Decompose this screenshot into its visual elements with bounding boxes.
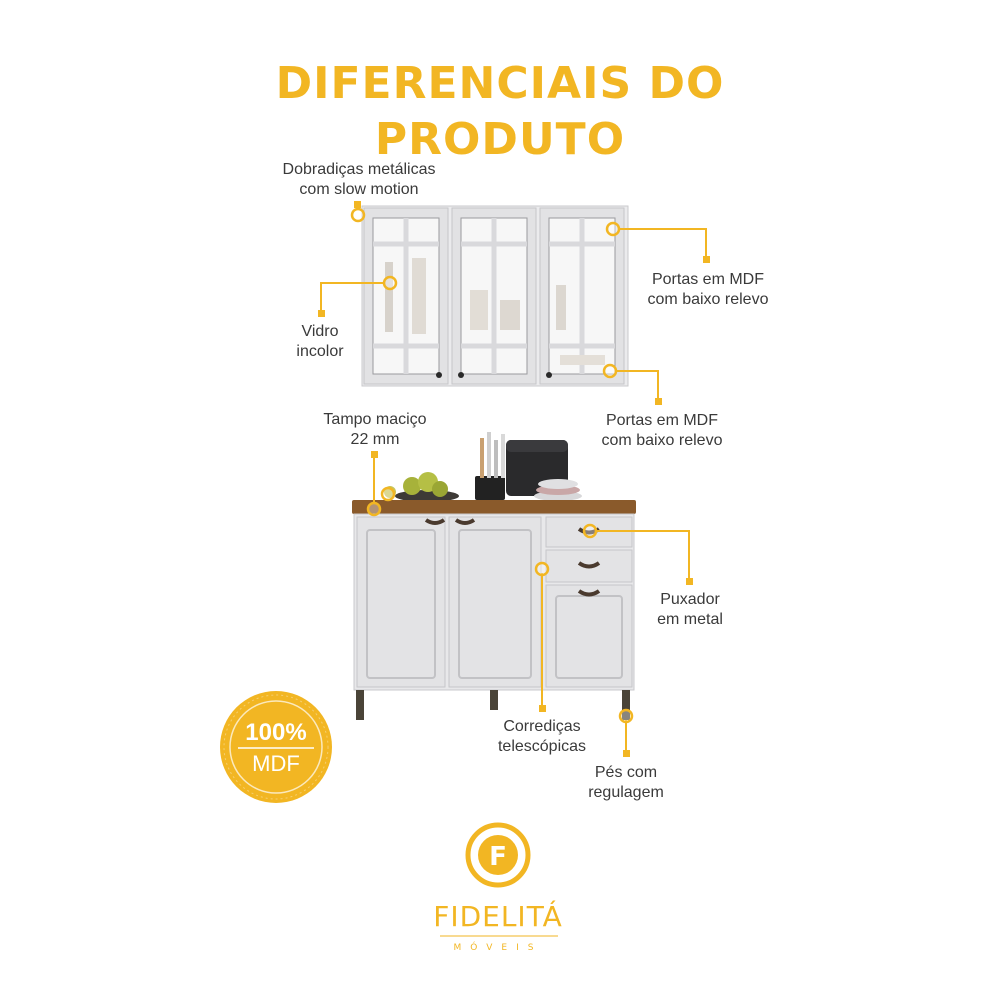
upper-door-right	[539, 207, 625, 385]
mdf-seal: 100% MDF	[220, 691, 332, 803]
callout-endpoints	[318, 201, 710, 757]
brand-name: FIDELITÁ	[433, 899, 563, 933]
brand-sub: MÓVEIS	[454, 941, 543, 953]
brand-initial: F	[489, 842, 507, 872]
fruit-bowl	[384, 472, 459, 502]
dish-stack	[534, 479, 582, 501]
base-cabinet	[352, 432, 636, 720]
brand-logo-icon: F	[465, 822, 531, 888]
seal-percent: 100%	[245, 719, 306, 746]
seal-material: MDF	[252, 751, 300, 776]
label-glass: Vidro incolor	[296, 323, 344, 360]
heading-line-1: DIFERENCIAIS DO	[275, 58, 725, 109]
label-handle: Puxador em metal	[657, 591, 723, 628]
label-slides: Corrediças telescópicas	[497, 718, 587, 755]
label-doors-mid: Portas em MDF com baixo relevo	[601, 412, 723, 449]
label-countertop: Tampo maciço 22 mm	[323, 411, 427, 448]
callout-rings	[350, 207, 634, 724]
upper-door-left	[363, 207, 449, 385]
upper-cabinet	[361, 205, 629, 387]
upper-door-middle	[451, 207, 537, 385]
label-doors-top: Portas em MDF com baixo relevo	[647, 271, 769, 308]
label-hinges: Dobradiças metálicas com slow motion	[282, 161, 436, 198]
heading-line-2: PRODUTO	[374, 114, 626, 165]
label-feet: Pés com regulagem	[588, 764, 664, 801]
cooking-pot	[475, 432, 505, 500]
callouts	[320, 207, 707, 752]
